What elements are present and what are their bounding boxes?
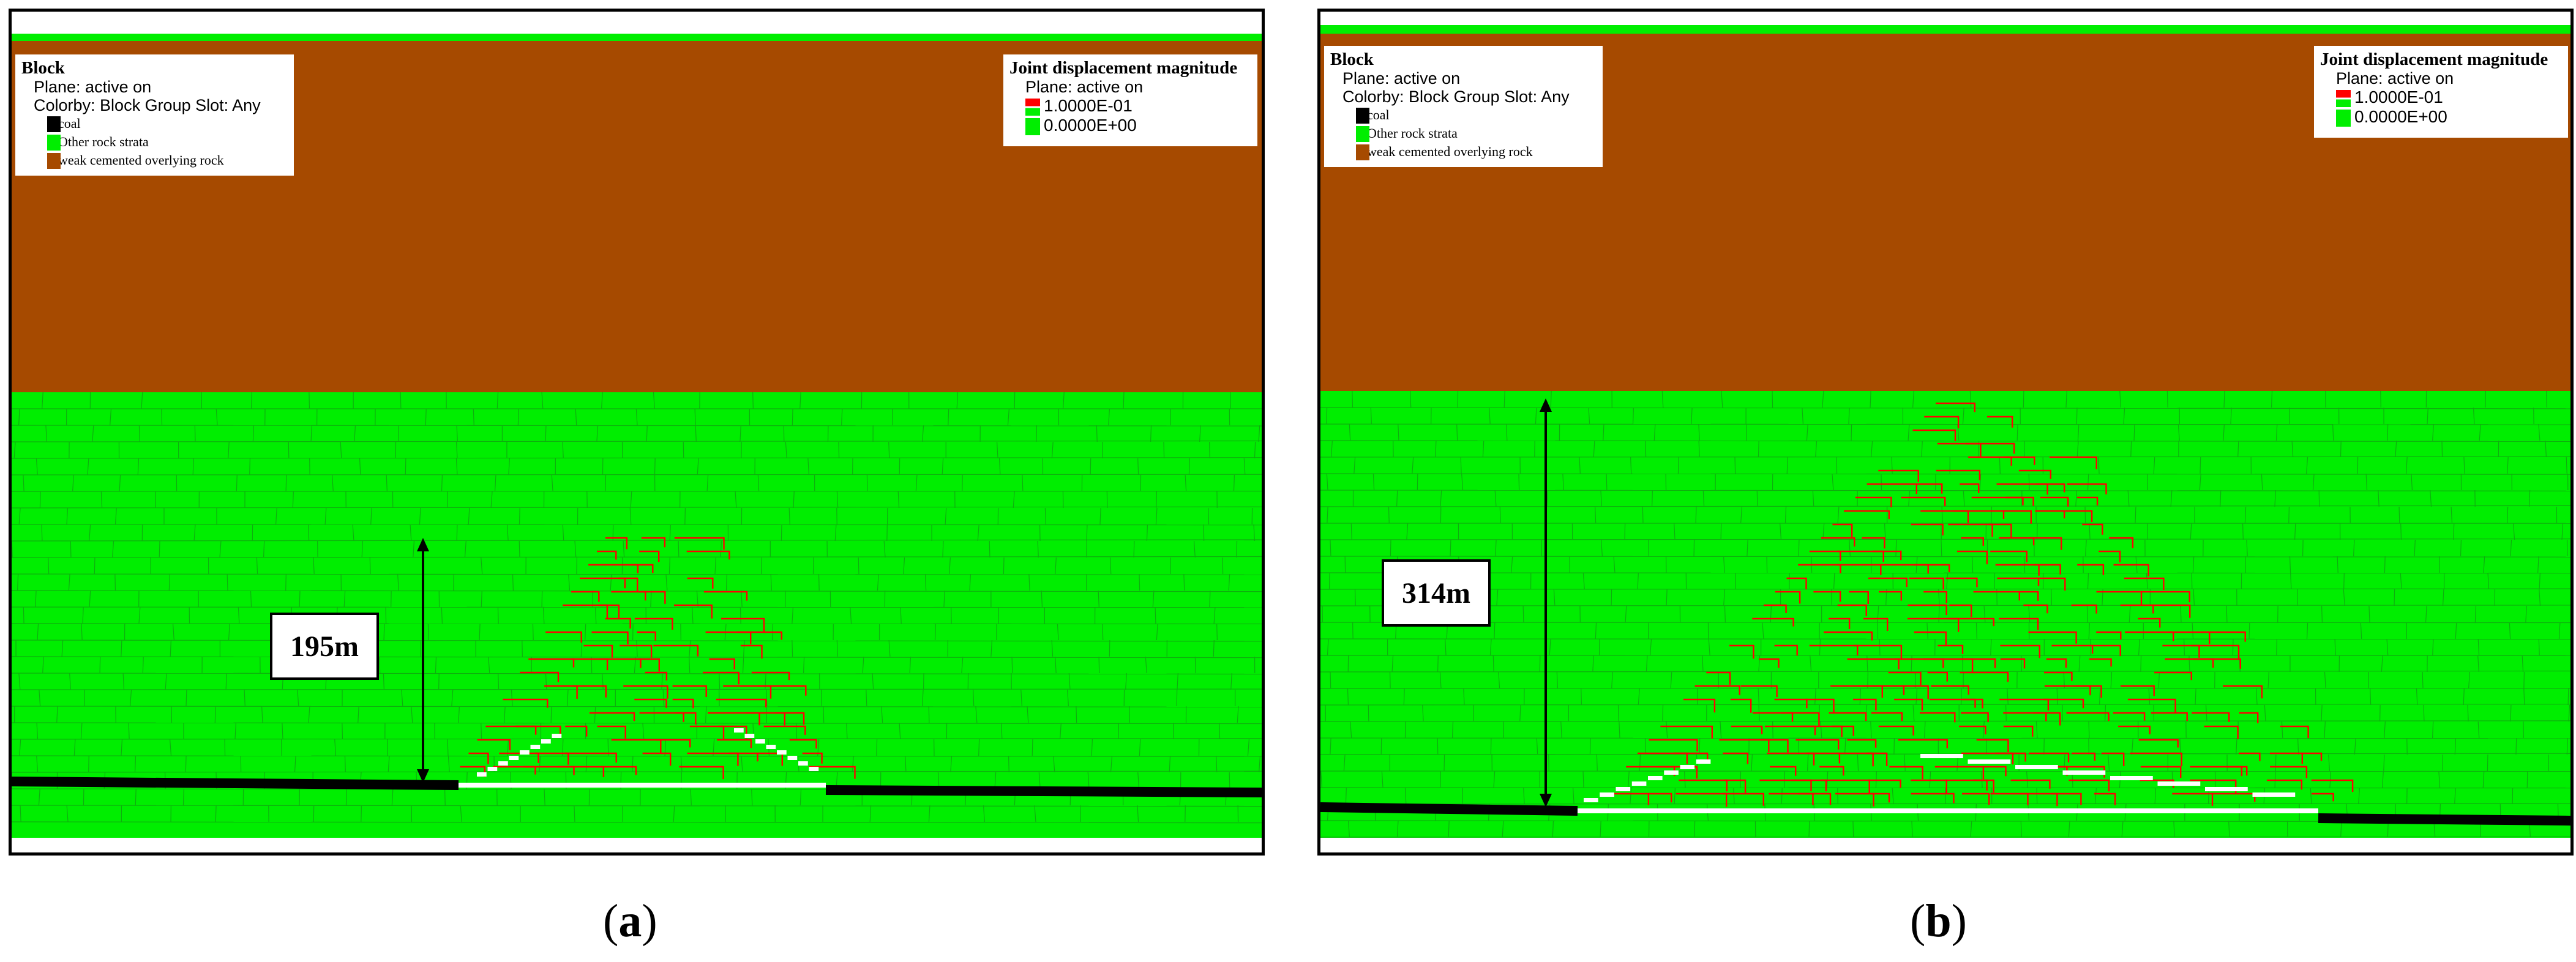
bed-separation bbox=[2157, 781, 2201, 786]
joint-legend-plane: Plane: active on bbox=[1025, 78, 1144, 96]
bed-separation bbox=[1616, 787, 1631, 791]
bed-separation bbox=[1680, 765, 1695, 769]
bed-separation bbox=[1631, 781, 1647, 786]
other-rock-strata bbox=[12, 392, 1262, 838]
model-bottom bbox=[12, 838, 1262, 852]
legend-item-other-rock: Other rock strata bbox=[21, 133, 288, 151]
bed-separation bbox=[1648, 776, 1663, 780]
bed-separation bbox=[2205, 787, 2248, 791]
bed-separation bbox=[744, 734, 755, 738]
bed-separation bbox=[477, 772, 487, 777]
top-strata bbox=[12, 34, 1262, 41]
weak-rock-swatch bbox=[47, 153, 61, 169]
bed-separation bbox=[734, 728, 744, 733]
bed-separation bbox=[487, 767, 498, 771]
bed-separation bbox=[1968, 759, 2011, 764]
green-swatch bbox=[2336, 110, 2351, 127]
simulation-view-a bbox=[12, 34, 1262, 852]
joint-legend-title: Joint displacement magnitude bbox=[1009, 58, 1238, 78]
bed-separation bbox=[2110, 776, 2153, 780]
height-arrow-bottom bbox=[1540, 794, 1552, 807]
joint-legend-max: 1.0000E-01 bbox=[2320, 88, 2562, 107]
other-rock-strata bbox=[1320, 391, 2570, 838]
height-arrow-top bbox=[417, 538, 429, 551]
legend-item-weak-rock: weak cemented overlying rock bbox=[21, 151, 288, 170]
other-rock-swatch bbox=[1356, 126, 1369, 142]
coal-seam-right bbox=[2318, 813, 2570, 826]
coal-swatch bbox=[1356, 108, 1369, 124]
mined-out-gob bbox=[459, 783, 826, 788]
legend-item-other-rock: Other rock strata bbox=[1330, 124, 1597, 143]
block-legend-colorby: Colorby: Block Group Slot: Any bbox=[34, 96, 261, 114]
block-legend: Block Plane: active on Colorby: Block Gr… bbox=[1324, 46, 1603, 167]
bed-separation bbox=[552, 734, 562, 738]
block-joints bbox=[1320, 390, 2570, 838]
block-legend-plane: Plane: active on bbox=[34, 78, 152, 96]
other-rock-swatch bbox=[47, 135, 61, 151]
top-strata bbox=[1320, 25, 2570, 34]
block-legend-title: Block bbox=[1330, 50, 1374, 69]
fracture-height-label: 195m bbox=[270, 613, 379, 680]
joint-legend-title: Joint displacement magnitude bbox=[2320, 50, 2548, 69]
joint-legend-plane: Plane: active on bbox=[2336, 69, 2454, 88]
joint-legend-min: 0.0000E+00 bbox=[1009, 116, 1251, 135]
bed-separation bbox=[755, 739, 765, 744]
weak-rock-swatch bbox=[1356, 144, 1369, 160]
bed-separation bbox=[766, 745, 776, 749]
panel-b: Block Plane: active on Colorby: Block Gr… bbox=[1317, 9, 2574, 856]
bed-separation bbox=[2252, 792, 2296, 797]
fracture-height-label: 314m bbox=[1382, 559, 1491, 627]
legend-item-coal: coal bbox=[1330, 106, 1597, 124]
bed-separation bbox=[1664, 770, 1679, 775]
height-arrow-bottom bbox=[417, 769, 429, 783]
red-swatch bbox=[1025, 99, 1040, 116]
bed-separation bbox=[509, 756, 519, 760]
bed-separation bbox=[1600, 792, 1614, 797]
bed-separation bbox=[809, 767, 819, 771]
coal-seam-left bbox=[1320, 802, 1578, 816]
red-swatch bbox=[2336, 90, 2351, 107]
fracture-zone bbox=[1603, 402, 2354, 807]
joint-legend-max: 1.0000E-01 bbox=[1009, 96, 1251, 116]
mined-out-gob bbox=[1578, 808, 2318, 813]
coal-seam-right bbox=[825, 785, 1262, 797]
bed-separation bbox=[530, 745, 541, 749]
block-legend-title: Block bbox=[21, 58, 65, 78]
bed-separation bbox=[1696, 759, 1711, 764]
bed-separation bbox=[1584, 798, 1598, 802]
coal-seam-left bbox=[12, 777, 459, 790]
legend-item-weak-rock: weak cemented overlying rock bbox=[1330, 143, 1597, 161]
bed-separation bbox=[787, 756, 798, 760]
panel-a: Block Plane: active on Colorby: Block Gr… bbox=[9, 9, 1265, 856]
height-arrow-top bbox=[1540, 398, 1552, 412]
green-swatch bbox=[1025, 118, 1040, 135]
bed-separation bbox=[541, 739, 551, 744]
caption-b: (b) bbox=[1910, 895, 1967, 947]
bed-separation bbox=[520, 750, 530, 755]
bed-separation bbox=[498, 761, 508, 766]
block-legend-plane: Plane: active on bbox=[1342, 69, 1461, 88]
bed-separation bbox=[777, 750, 787, 755]
joint-legend-min: 0.0000E+00 bbox=[2320, 107, 2562, 127]
bed-separation bbox=[2062, 770, 2106, 775]
joint-legend: Joint displacement magnitude Plane: acti… bbox=[1003, 54, 1257, 146]
joint-legend: Joint displacement magnitude Plane: acti… bbox=[2314, 46, 2568, 138]
coal-swatch bbox=[47, 116, 61, 132]
bed-separation bbox=[1920, 754, 1963, 758]
block-legend: Block Plane: active on Colorby: Block Gr… bbox=[15, 54, 294, 176]
caption-a: (a) bbox=[603, 895, 657, 947]
block-legend-colorby: Colorby: Block Group Slot: Any bbox=[1342, 88, 1570, 106]
legend-item-coal: coal bbox=[21, 114, 288, 133]
bed-separation bbox=[2015, 765, 2058, 769]
model-bottom bbox=[1320, 838, 2570, 852]
bed-separation bbox=[798, 761, 808, 766]
